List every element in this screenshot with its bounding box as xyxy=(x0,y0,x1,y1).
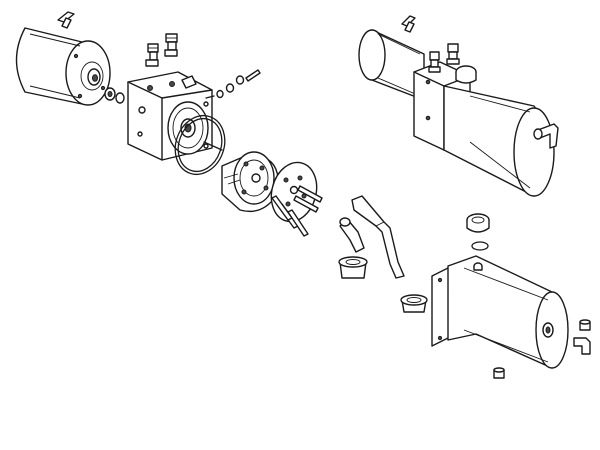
hydraulic-fitting-right xyxy=(164,33,178,57)
exploded-view xyxy=(15,11,428,313)
inlet-filter-cap xyxy=(400,294,428,313)
drain-elbow xyxy=(573,337,591,355)
valve-pin-set xyxy=(205,69,261,99)
return-elbow-fitting xyxy=(339,217,365,253)
pump-drive-shaft xyxy=(203,141,223,151)
pump-mounting-bolts xyxy=(271,185,323,237)
assembled-tank-elbow xyxy=(533,123,559,149)
drain-plug xyxy=(579,319,591,331)
shaft-seal xyxy=(104,87,125,104)
o-ring-seal xyxy=(174,114,226,176)
assembled-filler-cap xyxy=(455,65,477,84)
electric-motor xyxy=(15,27,111,106)
reservoir-vent-fitting xyxy=(473,262,483,271)
assembled-fitting-right xyxy=(446,43,460,65)
hydraulic-fitting-left xyxy=(145,43,159,67)
motor-terminal-stud xyxy=(57,11,75,29)
assembled-motor-terminal xyxy=(401,15,416,33)
suction-strainer xyxy=(338,256,368,279)
manifold-block xyxy=(127,71,213,161)
gear-pump-housing xyxy=(221,151,279,213)
assembled-fitting-left xyxy=(428,51,441,73)
suction-tube xyxy=(351,195,405,279)
reservoir-cap-o-ring xyxy=(471,241,489,251)
assembled-pump-unit xyxy=(358,15,559,197)
breather-plug xyxy=(493,367,505,379)
reservoir-tank-view xyxy=(431,213,591,379)
reservoir-filler-cap xyxy=(466,213,490,233)
